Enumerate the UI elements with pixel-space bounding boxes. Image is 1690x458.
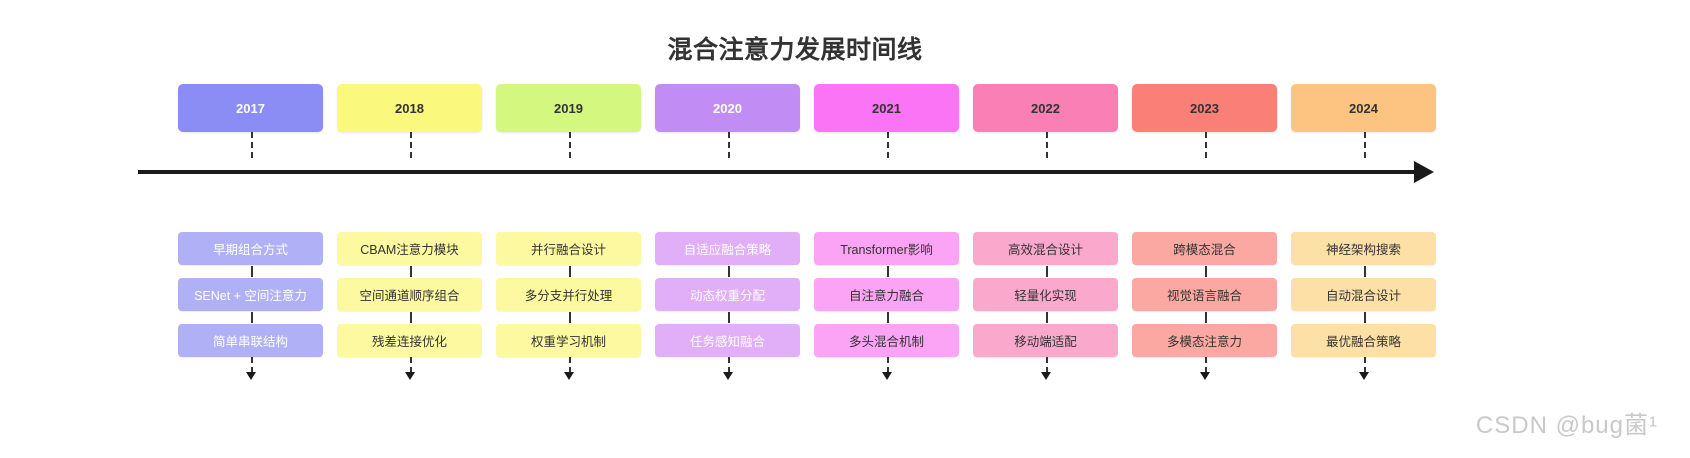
year-connector-line xyxy=(655,132,800,158)
year-connector-line xyxy=(1291,132,1436,158)
milestone-box[interactable]: 自动混合设计 xyxy=(1291,278,1436,311)
year-connector-line xyxy=(814,132,959,158)
axis-spacer xyxy=(1291,158,1436,232)
axis-spacer xyxy=(337,158,482,232)
milestone-box[interactable]: 并行融合设计 xyxy=(496,232,641,265)
year-connector-line xyxy=(337,132,482,158)
axis-spacer xyxy=(973,158,1118,232)
year-badge[interactable]: 2021 xyxy=(814,84,959,132)
milestone-connector-line xyxy=(1291,265,1436,278)
milestone-connector-line xyxy=(814,311,959,324)
milestone-box[interactable]: SENet + 空间注意力 xyxy=(178,278,323,311)
timeline-column: 2023 跨模态混合视觉语言融合多模态注意力 xyxy=(1132,84,1277,383)
axis-spacer xyxy=(655,158,800,232)
timeline-column: 2022 高效混合设计轻量化实现移动端适配 xyxy=(973,84,1118,383)
milestone-connector-line xyxy=(1132,265,1277,278)
milestone-box[interactable]: 高效混合设计 xyxy=(973,232,1118,265)
column-end-arrow-icon xyxy=(1291,357,1436,383)
milestone-connector-line xyxy=(496,311,641,324)
axis-spacer xyxy=(178,158,323,232)
milestone-box[interactable]: 简单串联结构 xyxy=(178,324,323,357)
year-badge[interactable]: 2020 xyxy=(655,84,800,132)
milestone-box[interactable]: 多头混合机制 xyxy=(814,324,959,357)
milestone-box[interactable]: 跨模态混合 xyxy=(1132,232,1277,265)
milestone-box[interactable]: 轻量化实现 xyxy=(973,278,1118,311)
milestone-box[interactable]: 自注意力融合 xyxy=(814,278,959,311)
milestone-connector-line xyxy=(814,265,959,278)
milestone-connector-line xyxy=(655,265,800,278)
year-badge[interactable]: 2023 xyxy=(1132,84,1277,132)
column-end-arrow-icon xyxy=(178,357,323,383)
year-badge[interactable]: 2018 xyxy=(337,84,482,132)
timeline-arrow-icon xyxy=(1414,161,1434,183)
milestone-box[interactable]: Transformer影响 xyxy=(814,232,959,265)
milestone-box[interactable]: CBAM注意力模块 xyxy=(337,232,482,265)
milestone-box[interactable]: 移动端适配 xyxy=(973,324,1118,357)
timeline-column: 2024 神经架构搜索自动混合设计最优融合策略 xyxy=(1291,84,1436,383)
year-badge[interactable]: 2024 xyxy=(1291,84,1436,132)
year-badge[interactable]: 2017 xyxy=(178,84,323,132)
milestone-connector-line xyxy=(337,265,482,278)
milestone-box[interactable]: 多分支并行处理 xyxy=(496,278,641,311)
milestone-connector-line xyxy=(973,311,1118,324)
axis-spacer xyxy=(814,158,959,232)
milestone-box[interactable]: 视觉语言融合 xyxy=(1132,278,1277,311)
timeline-column: 2019 并行融合设计多分支并行处理权重学习机制 xyxy=(496,84,641,383)
axis-spacer xyxy=(496,158,641,232)
milestone-box[interactable]: 动态权重分配 xyxy=(655,278,800,311)
milestone-box[interactable]: 早期组合方式 xyxy=(178,232,323,265)
year-connector-line xyxy=(496,132,641,158)
column-end-arrow-icon xyxy=(496,357,641,383)
year-connector-line xyxy=(1132,132,1277,158)
milestone-box[interactable]: 多模态注意力 xyxy=(1132,324,1277,357)
milestone-connector-line xyxy=(1291,311,1436,324)
milestone-box[interactable]: 空间通道顺序组合 xyxy=(337,278,482,311)
milestone-box[interactable]: 最优融合策略 xyxy=(1291,324,1436,357)
milestone-connector-line xyxy=(973,265,1118,278)
milestone-connector-line xyxy=(337,311,482,324)
milestone-connector-line xyxy=(1132,311,1277,324)
milestone-connector-line xyxy=(655,311,800,324)
milestone-connector-line xyxy=(178,265,323,278)
column-end-arrow-icon xyxy=(655,357,800,383)
column-end-arrow-icon xyxy=(337,357,482,383)
milestone-connector-line xyxy=(178,311,323,324)
axis-spacer xyxy=(1132,158,1277,232)
page-title: 混合注意力发展时间线 xyxy=(667,36,923,64)
column-end-arrow-icon xyxy=(973,357,1118,383)
year-badge[interactable]: 2019 xyxy=(496,84,641,132)
watermark: CSDN @bug菌¹ xyxy=(1475,412,1658,439)
timeline-column: 2020 自适应融合策略动态权重分配任务感知融合 xyxy=(655,84,800,383)
milestone-connector-line xyxy=(496,265,641,278)
milestone-box[interactable]: 权重学习机制 xyxy=(496,324,641,357)
milestone-box[interactable]: 神经架构搜索 xyxy=(1291,232,1436,265)
year-connector-line xyxy=(973,132,1118,158)
milestone-box[interactable]: 任务感知融合 xyxy=(655,324,800,357)
milestone-box[interactable]: 自适应融合策略 xyxy=(655,232,800,265)
timeline-axis-line xyxy=(138,170,1418,174)
timeline-column: 2017 早期组合方式 SENet + 空间注意力简单串联结构 xyxy=(178,84,323,383)
year-badge[interactable]: 2022 xyxy=(973,84,1118,132)
milestone-box[interactable]: 残差连接优化 xyxy=(337,324,482,357)
year-connector-line xyxy=(178,132,323,158)
column-end-arrow-icon xyxy=(1132,357,1277,383)
column-end-arrow-icon xyxy=(814,357,959,383)
